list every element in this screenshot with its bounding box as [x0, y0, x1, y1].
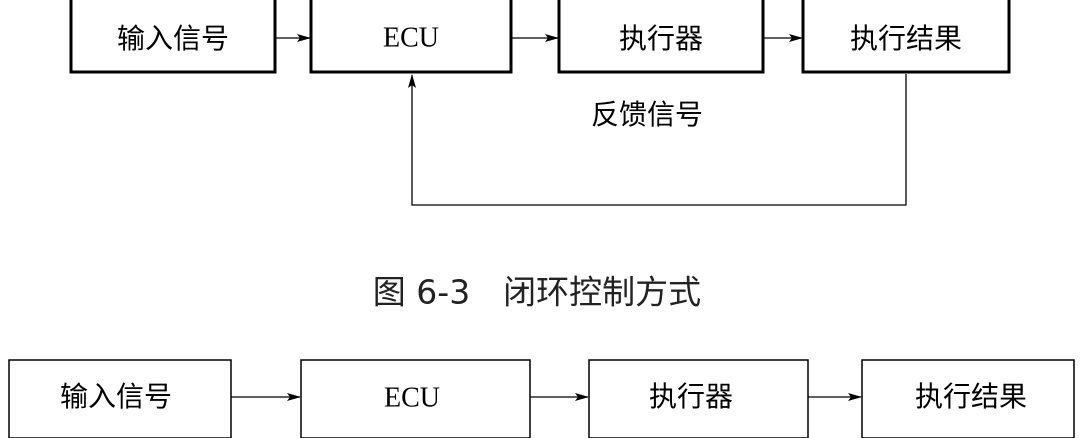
open-actuator-label: 执行器: [649, 380, 733, 413]
closed-actuator-label: 执行器: [619, 22, 703, 55]
closed-result-box: [801, 0, 1011, 74]
open-result-label: 执行结果: [915, 380, 1027, 413]
open-ecu-label: ECU: [384, 382, 440, 413]
closed-ecu-label: ECU: [383, 22, 439, 53]
open-actuator-box: [588, 359, 809, 438]
figure-caption: 图 6-3 闭环控制方式: [373, 273, 701, 312]
open-input-signal-label: 输入信号: [60, 380, 172, 413]
feedback-signal-label: 反馈信号: [591, 98, 703, 131]
closed-input-signal-label: 输入信号: [117, 22, 229, 55]
closed-loop-diagram: 输入信号 ECU 执行器 执行结果 反馈信号: [69, 0, 1011, 206]
open-loop-diagram: 输入信号 ECU 执行器 执行结果: [8, 359, 1075, 438]
closed-actuator-box: [557, 0, 765, 74]
closed-ecu-box: [309, 0, 513, 74]
open-result-box: [861, 359, 1075, 438]
open-ecu-box: [300, 359, 531, 438]
closed-input-signal-box: [69, 0, 277, 74]
closed-result-label: 执行结果: [850, 22, 962, 55]
feedback-loop-arrow: [408, 74, 907, 206]
open-input-signal-box: [8, 359, 232, 438]
